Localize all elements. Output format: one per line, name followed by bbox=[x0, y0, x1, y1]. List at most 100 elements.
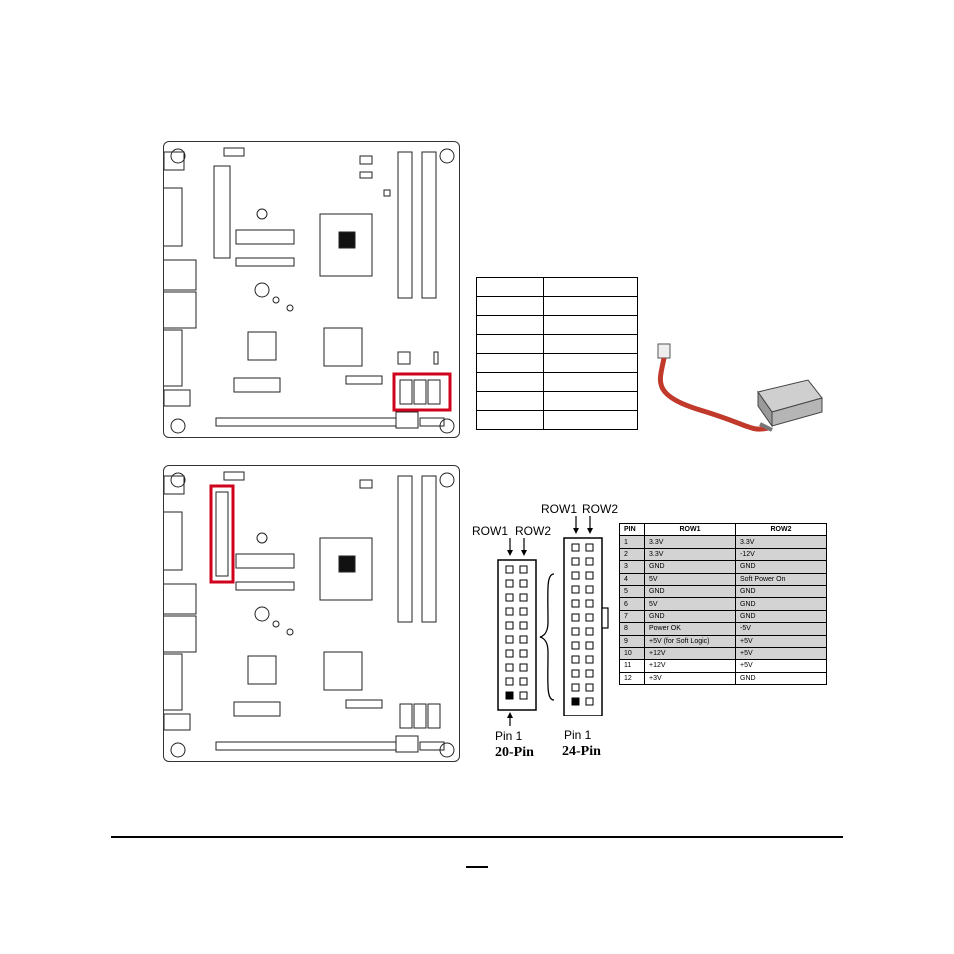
pin-square bbox=[585, 683, 594, 692]
pin-square bbox=[571, 627, 580, 636]
pin-cell-row2: GND bbox=[735, 584, 827, 599]
pin-cell-row1: 3.3V bbox=[644, 535, 736, 549]
pin-square bbox=[585, 697, 594, 706]
table-row bbox=[476, 372, 638, 392]
atx-power-highlight-box bbox=[209, 484, 235, 584]
pin-square bbox=[585, 613, 594, 622]
row2-label-24pin: ROW2 bbox=[582, 502, 618, 516]
row1-label-24pin: ROW1 bbox=[541, 502, 577, 516]
pin-square bbox=[571, 543, 580, 552]
pin-square bbox=[505, 565, 514, 574]
pin-cell-pin: 8 bbox=[619, 622, 645, 636]
row2-label-20pin: ROW2 bbox=[515, 524, 551, 538]
pin-cell-row1: +3V bbox=[644, 671, 736, 686]
pin-square bbox=[571, 599, 580, 608]
pin-square bbox=[585, 655, 594, 664]
row1-label-20pin: ROW1 bbox=[472, 524, 508, 538]
motherboard-layout-top bbox=[164, 147, 455, 434]
pin-cell-row2: GND bbox=[735, 671, 827, 686]
connector-housing bbox=[563, 537, 603, 716]
table-row bbox=[476, 277, 638, 297]
motherboard-layout-bottom bbox=[164, 471, 455, 758]
pin-cell-row2: +5V bbox=[735, 634, 827, 648]
table-row bbox=[476, 296, 638, 316]
sata-highlight-box bbox=[392, 372, 452, 412]
pin-cell-pin: 7 bbox=[619, 609, 645, 624]
pin-square bbox=[571, 613, 580, 622]
pin-square bbox=[585, 627, 594, 636]
table-row: 11+12V+5V bbox=[619, 659, 827, 673]
pin-square bbox=[505, 677, 514, 686]
arrow-down-icon bbox=[573, 516, 579, 534]
pin-cell-row1: +5V (for Soft Logic) bbox=[644, 634, 736, 648]
table-row bbox=[476, 410, 638, 430]
pin-square bbox=[519, 677, 528, 686]
header-row1: ROW1 bbox=[644, 522, 736, 537]
pin-square bbox=[519, 635, 528, 644]
caption-24pin: 24-Pin bbox=[562, 744, 601, 759]
pin-square bbox=[519, 649, 528, 658]
arrow-down-icon bbox=[587, 516, 593, 534]
pin-cell-row1: +12V bbox=[644, 659, 736, 673]
pin-cell-pin: 3 bbox=[619, 560, 645, 574]
pin-square bbox=[505, 579, 514, 588]
pin-square bbox=[505, 649, 514, 658]
pin-cell-pin: 9 bbox=[619, 634, 645, 648]
pin-square bbox=[571, 655, 580, 664]
pin-cell-row2: GND bbox=[735, 597, 827, 611]
pin-cell-row2: -12V bbox=[735, 547, 827, 562]
pin-square bbox=[505, 621, 514, 630]
pin-square bbox=[519, 691, 528, 700]
table-row: 10+12V+5V bbox=[619, 646, 827, 661]
pin-cell-pin: 1 bbox=[619, 535, 645, 549]
pin-cell-row2: 3.3V bbox=[735, 535, 827, 549]
connector-24pin-diagram bbox=[563, 516, 609, 716]
pin-cell-row1: GND bbox=[644, 560, 736, 574]
pin-cell-row1: +12V bbox=[644, 646, 736, 661]
pin-square bbox=[571, 571, 580, 580]
sata-cable-drive-illustration bbox=[657, 343, 823, 432]
arrow-up-icon bbox=[507, 712, 513, 726]
table-row bbox=[476, 391, 638, 411]
table-row bbox=[476, 315, 638, 335]
pin-square bbox=[519, 579, 528, 588]
brace-icon bbox=[539, 573, 555, 701]
header-pin: PIN bbox=[619, 522, 645, 537]
pin-square bbox=[585, 641, 594, 650]
pin-cell-row2: +5V bbox=[735, 659, 827, 673]
caption-20pin: 20-Pin bbox=[495, 745, 534, 760]
arrow-down-icon bbox=[521, 538, 527, 556]
page-number bbox=[466, 852, 488, 868]
pin-square bbox=[519, 607, 528, 616]
pin-cell-pin: 6 bbox=[619, 597, 645, 611]
pin-square bbox=[571, 669, 580, 678]
pin-cell-row2: +5V bbox=[735, 646, 827, 661]
pin-square bbox=[571, 557, 580, 566]
pin-cell-row2: Soft Power On bbox=[735, 572, 827, 586]
connector-housing bbox=[497, 559, 537, 711]
pin-cell-row1: Power OK bbox=[644, 622, 736, 636]
table-row bbox=[476, 334, 638, 354]
pin-square bbox=[505, 593, 514, 602]
pin-cell-row1: GND bbox=[644, 609, 736, 624]
pin-cell-row1: 5V bbox=[644, 572, 736, 586]
pin-cell-row1: 3.3V bbox=[644, 547, 736, 562]
pin-cell-row2: GND bbox=[735, 609, 827, 624]
pin-square bbox=[519, 565, 528, 574]
pin-square bbox=[505, 663, 514, 672]
pin-cell-pin: 5 bbox=[619, 584, 645, 599]
pin1-square bbox=[571, 697, 580, 706]
arrow-down-icon bbox=[507, 538, 513, 556]
pin-cell-row1: 5V bbox=[644, 597, 736, 611]
pin-cell-pin: 2 bbox=[619, 547, 645, 562]
sata-pin-table-empty bbox=[476, 277, 638, 430]
